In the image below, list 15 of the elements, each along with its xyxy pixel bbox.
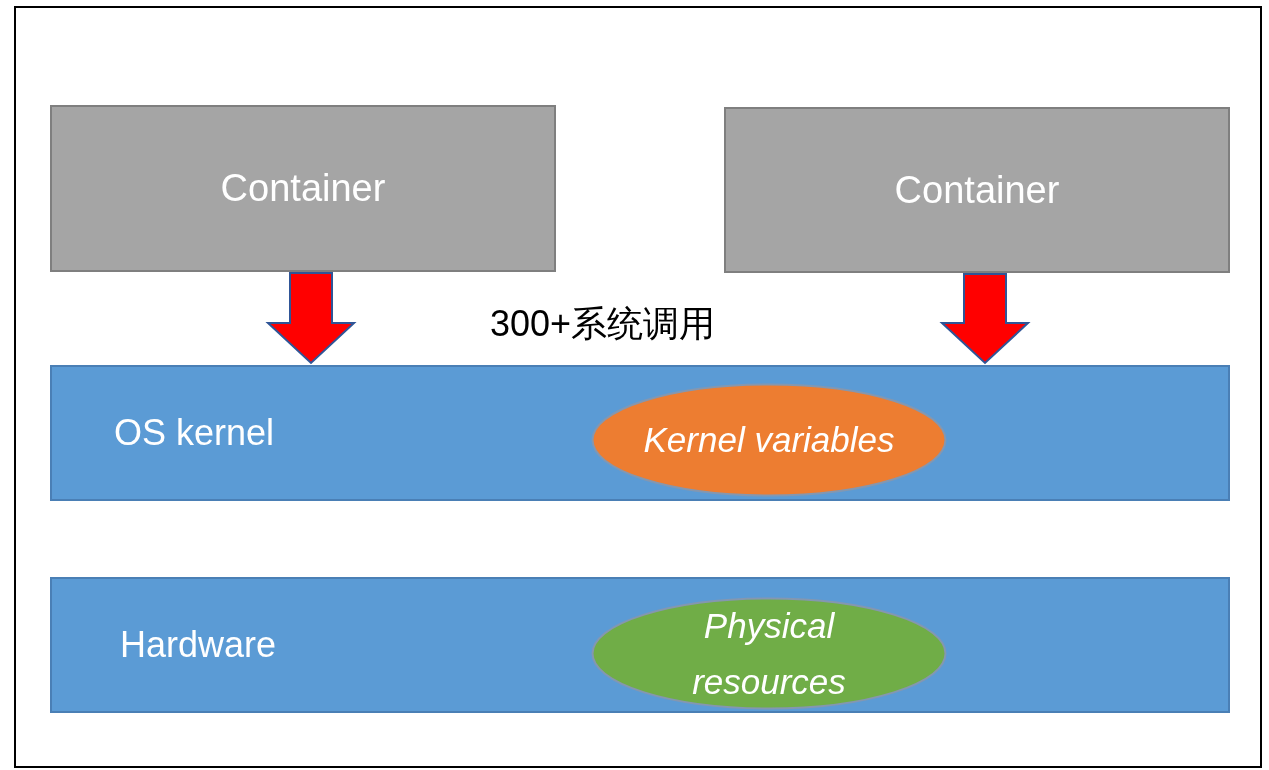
layer-band bbox=[50, 577, 1230, 713]
block-arrow bbox=[265, 272, 357, 365]
container-box bbox=[724, 107, 1230, 273]
container-box bbox=[50, 105, 556, 272]
layer-label: OS kernel bbox=[114, 412, 275, 454]
annotation-label: 300+系统调用 bbox=[490, 302, 716, 346]
box-label: Container bbox=[219, 166, 387, 211]
box-label: Container bbox=[893, 167, 1061, 213]
ellipse bbox=[591, 383, 947, 497]
block-arrow bbox=[939, 273, 1031, 365]
ellipse-label: Kernel variables bbox=[642, 419, 896, 461]
layer-label: Hardware bbox=[120, 624, 277, 666]
layer-band bbox=[50, 365, 1230, 501]
ellipse-label: Physical resources bbox=[691, 604, 847, 703]
ellipse bbox=[591, 597, 947, 710]
